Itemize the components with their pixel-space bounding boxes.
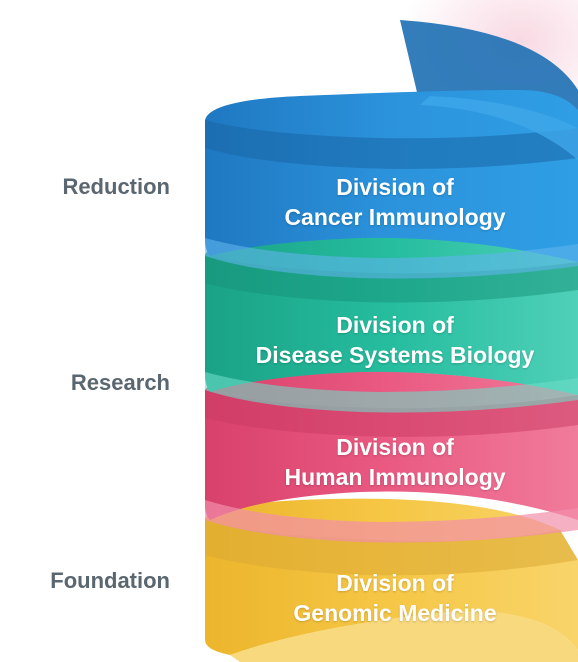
label-research: Research [70,370,170,395]
division-title-name: Genomic Medicine [293,600,497,626]
label-reduction: Reduction [62,174,170,199]
division-genomic-medicine: Division of Genomic Medicine [200,568,578,628]
division-title-prefix: Division of [336,312,454,338]
division-title-prefix: Division of [336,434,454,460]
ribbon-curl-highlight [420,96,578,160]
band-blue [205,90,578,279]
division-title-prefix: Division of [336,174,454,200]
label-foundation: Foundation [50,568,170,593]
division-disease-systems-biology: Division of Disease Systems Biology [200,310,578,370]
division-title-prefix: Division of [336,570,454,596]
division-title-name: Cancer Immunology [284,204,506,230]
division-title-name: Human Immunology [284,464,506,490]
division-human-immunology: Division of Human Immunology [200,432,578,492]
division-cancer-immunology: Division of Cancer Immunology [200,172,578,232]
division-title-name: Disease Systems Biology [255,342,535,368]
